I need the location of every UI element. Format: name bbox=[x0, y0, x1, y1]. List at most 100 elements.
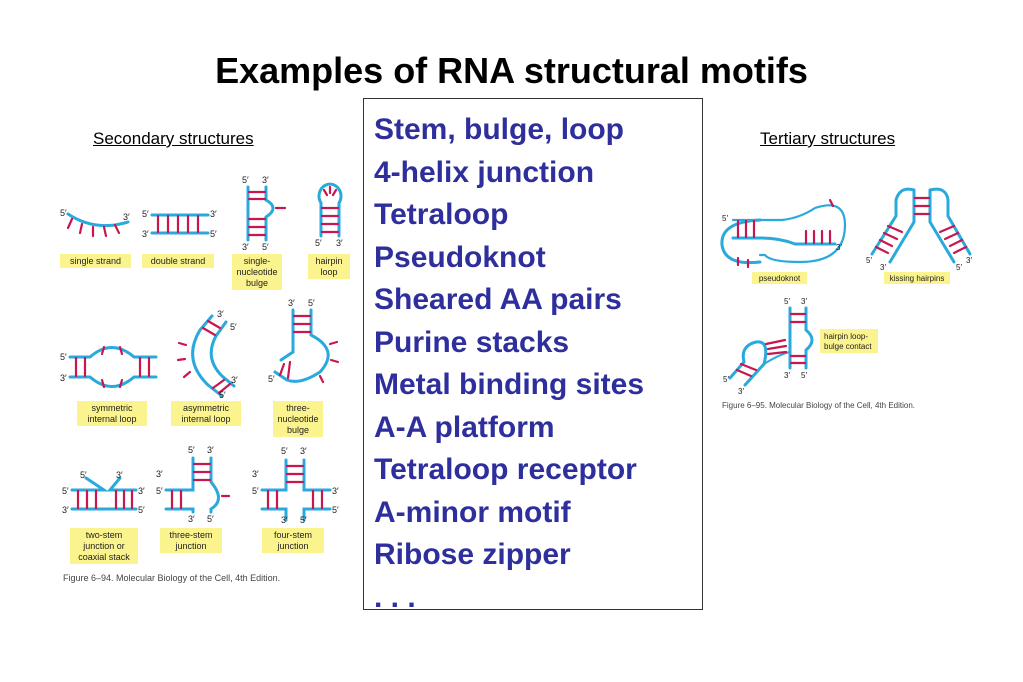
motif-item: Tetraloop bbox=[374, 198, 509, 231]
motif-item: Stem, bulge, loop bbox=[374, 113, 625, 146]
svg-text:3′: 3′ bbox=[801, 297, 807, 306]
svg-text:5′: 5′ bbox=[207, 514, 214, 524]
tag-hairpin-bulge-contact: hairpin loop- bulge contact bbox=[820, 329, 878, 353]
double-strand-diagram: 5′ 3′ 3′ 5′ bbox=[142, 209, 217, 239]
svg-text:3′: 3′ bbox=[300, 446, 307, 456]
svg-text:3′: 3′ bbox=[62, 505, 69, 515]
tag-double-strand: double strand bbox=[142, 254, 214, 268]
svg-text:3′: 3′ bbox=[738, 387, 744, 396]
tertiary-figure-caption: Figure 6–95. Molecular Biology of the Ce… bbox=[722, 401, 915, 410]
svg-text:3′: 3′ bbox=[138, 486, 145, 496]
tag-symmetric-internal-loop: symmetric internal loop bbox=[77, 401, 147, 426]
tertiary-structures-label: Tertiary structures bbox=[760, 129, 896, 148]
svg-text:3′: 3′ bbox=[281, 515, 288, 525]
svg-text:5′: 5′ bbox=[308, 298, 315, 308]
three-bulge-diagram: 3′ 5′ 5′ bbox=[268, 298, 340, 384]
page-title: Examples of RNA structural motifs bbox=[215, 50, 808, 91]
svg-text:junction: junction bbox=[174, 541, 206, 551]
svg-text:internal loop: internal loop bbox=[181, 414, 230, 424]
svg-text:junction: junction bbox=[276, 541, 308, 551]
tag-pseudoknot: pseudoknot bbox=[752, 272, 807, 284]
svg-text:3′: 3′ bbox=[210, 209, 217, 219]
svg-text:four-stem: four-stem bbox=[274, 530, 312, 540]
svg-text:3′: 3′ bbox=[966, 256, 972, 265]
secondary-structures-figure: 5′ 3′ single strand 5′ 3′ 3′ 5′ double s… bbox=[60, 175, 350, 583]
svg-text:5′: 5′ bbox=[300, 515, 307, 525]
svg-text:5′: 5′ bbox=[268, 374, 275, 384]
svg-text:5′: 5′ bbox=[188, 445, 195, 455]
svg-text:5′: 5′ bbox=[801, 371, 807, 380]
svg-text:5′: 5′ bbox=[784, 297, 790, 306]
end-label-3: 3′ bbox=[123, 212, 130, 222]
svg-text:5′: 5′ bbox=[332, 505, 339, 515]
svg-text:5′: 5′ bbox=[80, 470, 87, 480]
motif-item: Metal binding sites bbox=[374, 368, 645, 401]
pseudoknot-diagram: 5′ 3′ bbox=[720, 198, 847, 269]
kissing-hairpins-diagram: 5′ 3′ 3′ 5′ bbox=[866, 187, 972, 272]
svg-text:3′: 3′ bbox=[207, 445, 214, 455]
svg-text:single strand: single strand bbox=[70, 256, 121, 266]
asymmetric-internal-loop-diagram: 3′ 5′ 3′ 5′ bbox=[176, 309, 238, 400]
svg-text:loop: loop bbox=[320, 267, 337, 277]
motif-item: Tetraloop receptor bbox=[374, 453, 637, 486]
tag-three-stem-junction: three-stem junction bbox=[160, 528, 222, 553]
svg-text:3′: 3′ bbox=[60, 373, 67, 383]
tag-two-stem-junction: two-stem junction or coaxial stack bbox=[70, 528, 138, 564]
svg-text:coaxial stack: coaxial stack bbox=[78, 552, 130, 562]
tag-kissing-hairpins: kissing hairpins bbox=[884, 272, 950, 284]
svg-text:3′: 3′ bbox=[116, 470, 123, 480]
svg-text:nucleotide: nucleotide bbox=[277, 414, 318, 424]
svg-text:5′: 5′ bbox=[219, 390, 226, 400]
svg-text:3′: 3′ bbox=[188, 514, 195, 524]
tag-four-stem-junction: four-stem junction bbox=[262, 528, 324, 553]
motif-item: . . . bbox=[374, 580, 416, 614]
hairpin-bulge-contact-diagram: 5′ 3′ 3′ 5′ 5′ 3′ bbox=[723, 297, 814, 396]
svg-text:3′: 3′ bbox=[156, 469, 163, 479]
svg-text:double strand: double strand bbox=[151, 256, 206, 266]
svg-text:two-stem: two-stem bbox=[86, 530, 123, 540]
hairpin-loop-diagram: 5′ 3′ bbox=[315, 182, 343, 248]
single-strand-diagram: 5′ 3′ bbox=[60, 208, 130, 238]
symmetric-internal-loop-diagram: 5′ 3′ bbox=[60, 345, 158, 389]
svg-text:hairpin: hairpin bbox=[315, 256, 342, 266]
svg-text:5′: 5′ bbox=[242, 175, 249, 185]
motif-item: Pseudoknot bbox=[374, 240, 546, 274]
svg-text:3′: 3′ bbox=[217, 309, 224, 319]
svg-text:three-: three- bbox=[286, 403, 310, 413]
two-stem-junction-diagram: 5′ 3′ 5′ 3′ 3′ 5′ bbox=[62, 470, 145, 515]
svg-text:5′: 5′ bbox=[142, 209, 149, 219]
motif-item: 4-helix junction bbox=[374, 155, 595, 189]
svg-text:5′: 5′ bbox=[62, 486, 69, 496]
motif-item: A-A platform bbox=[374, 410, 555, 444]
tag-hairpin-loop: hairpin loop bbox=[308, 254, 350, 279]
svg-text:kissing hairpins: kissing hairpins bbox=[890, 274, 945, 283]
end-label-5: 5′ bbox=[60, 208, 67, 218]
svg-text:5′: 5′ bbox=[262, 242, 269, 252]
svg-text:three-stem: three-stem bbox=[169, 530, 212, 540]
svg-text:5′: 5′ bbox=[156, 486, 163, 496]
svg-text:hairpin loop-: hairpin loop- bbox=[824, 332, 868, 341]
svg-text:symmetric: symmetric bbox=[92, 403, 133, 413]
svg-text:single-: single- bbox=[244, 256, 271, 266]
svg-text:3′: 3′ bbox=[252, 469, 259, 479]
svg-text:5′: 5′ bbox=[722, 214, 728, 223]
svg-text:asymmetric: asymmetric bbox=[183, 403, 230, 413]
svg-text:3′: 3′ bbox=[880, 263, 886, 272]
svg-text:5′: 5′ bbox=[60, 352, 67, 362]
motif-list: Stem, bulge, loop 4-helix junction Tetra… bbox=[364, 99, 702, 619]
tag-asymmetric-internal-loop: asymmetric internal loop bbox=[171, 401, 241, 426]
svg-text:3′: 3′ bbox=[332, 486, 339, 496]
motif-item: A-minor motif bbox=[374, 495, 571, 529]
svg-text:pseudoknot: pseudoknot bbox=[759, 274, 801, 283]
svg-text:junction or: junction or bbox=[82, 541, 125, 551]
svg-text:3′: 3′ bbox=[242, 242, 249, 252]
three-stem-junction-diagram: 5′ 3′ 3′ 5′ 3′ 5′ bbox=[156, 445, 231, 524]
tag-single-bulge: single- nucleotide bulge bbox=[232, 254, 282, 290]
svg-text:3′: 3′ bbox=[288, 298, 295, 308]
svg-text:5′: 5′ bbox=[210, 229, 217, 239]
tag-three-bulge: three- nucleotide bulge bbox=[273, 401, 323, 437]
svg-text:3′: 3′ bbox=[231, 375, 238, 385]
svg-text:nucleotide: nucleotide bbox=[236, 267, 277, 277]
svg-text:3′: 3′ bbox=[262, 175, 269, 185]
svg-text:5′: 5′ bbox=[956, 263, 962, 272]
